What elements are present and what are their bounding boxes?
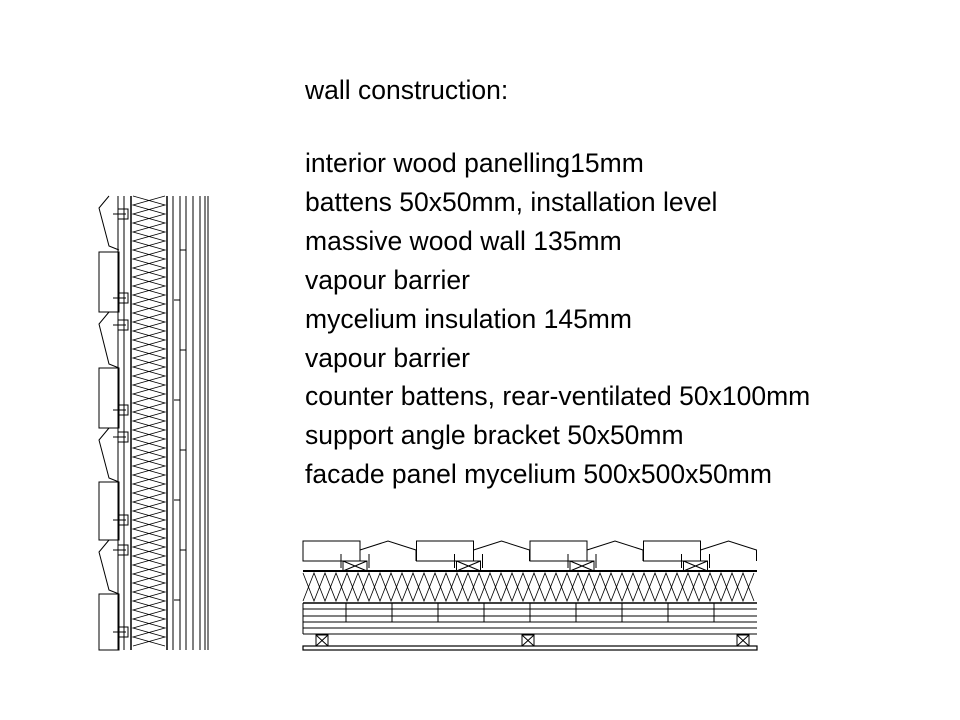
- layer-label: interior wood panelling15mm: [305, 148, 644, 178]
- layer-label: mycelium insulation 145mm: [305, 304, 632, 334]
- batten-cross: [521, 634, 535, 647]
- layer-label: battens 50x50mm, installation level: [305, 187, 718, 217]
- title: wall construction:: [305, 75, 509, 105]
- bracket-cross: [342, 560, 368, 572]
- facade-panel: [586, 540, 644, 561]
- batten-cross: [315, 634, 329, 647]
- facade-panel: [98, 539, 120, 595]
- bracket-cross: [456, 560, 481, 572]
- layer-label: facade panel mycelium 500x500x50mm: [305, 459, 772, 489]
- facade-panel: [416, 540, 474, 562]
- batten-cross: [736, 634, 750, 647]
- interior-panelling: [302, 645, 758, 651]
- layer-label: vapour barrier: [305, 343, 470, 373]
- bracket-cross: [569, 560, 595, 572]
- facade-panel: [529, 540, 588, 562]
- facade-panel: [302, 540, 361, 562]
- facade-panel: [643, 540, 701, 562]
- insulation-hatch: [131, 195, 167, 647]
- layer-label: vapour barrier: [305, 265, 470, 295]
- insulation-hatch: [302, 571, 755, 603]
- facade-panel: [359, 540, 417, 561]
- insulation-hatch: [131, 195, 167, 647]
- layer-label: counter battens, rear-ventilated 50x100m…: [305, 381, 811, 411]
- layer-label: support angle bracket 50x50mm: [305, 420, 684, 450]
- facade-panel: [473, 540, 530, 561]
- facade-panel: [98, 593, 120, 651]
- facade-panel: [700, 540, 757, 561]
- layer-label: massive wood wall 135mm: [305, 226, 622, 256]
- bracket-cross: [683, 560, 708, 572]
- facade-panel: [98, 427, 120, 483]
- facade-panel: [98, 195, 120, 251]
- facade-panel: [98, 311, 120, 369]
